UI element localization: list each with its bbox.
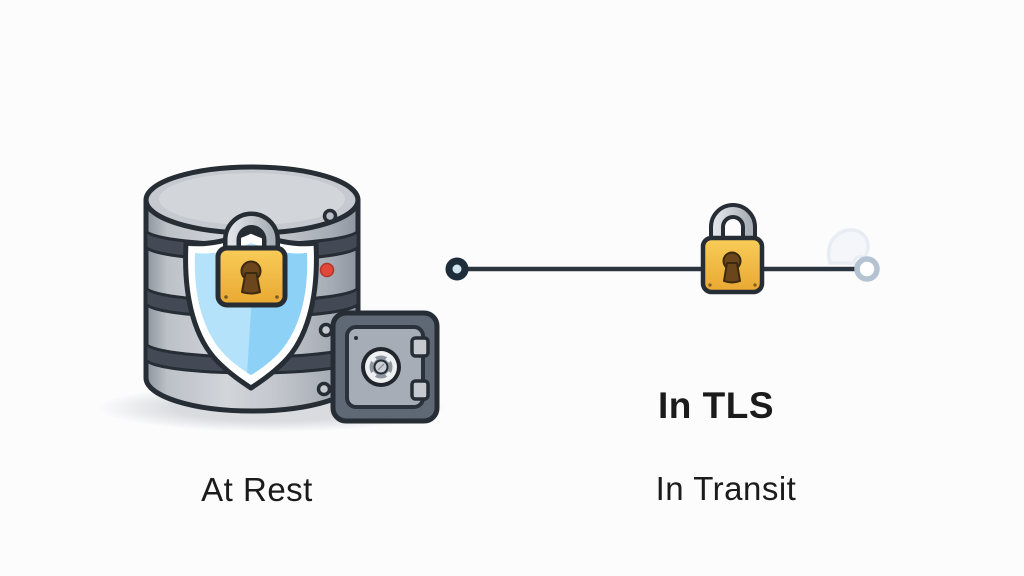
safe-door-rivet [354, 336, 358, 340]
transit-endpoint-left [445, 257, 469, 281]
indicator-dot [318, 322, 334, 338]
transit-endpoint-right [854, 256, 880, 282]
padlock-shackle-metal [227, 216, 276, 258]
tls-label: In TLS [657, 385, 775, 426]
caption-in-transit: In Transit [655, 470, 797, 507]
padlock-keyhole-slot [723, 262, 741, 284]
indicator-dot [322, 208, 338, 224]
safe-dial-icon [361, 347, 401, 387]
padlock-rivet [753, 283, 757, 287]
indicator-dot-red [319, 262, 335, 278]
database-top-highlight [159, 173, 345, 225]
padlock-shackle-metal [713, 207, 753, 246]
safe-hinge [410, 379, 430, 401]
transit-padlock-icon [700, 203, 765, 295]
padlock-icon [215, 211, 288, 308]
indicator-dot [316, 381, 332, 397]
padlock-rivet [708, 283, 712, 287]
safe-hinge [410, 336, 430, 358]
caption-at-rest: At Rest [201, 471, 313, 508]
safe-icon [330, 310, 440, 424]
transit-line-icon [445, 228, 880, 282]
padlock-keyhole-slot [241, 272, 261, 295]
padlock-rivet [224, 295, 228, 299]
padlock-rivet [275, 295, 279, 299]
